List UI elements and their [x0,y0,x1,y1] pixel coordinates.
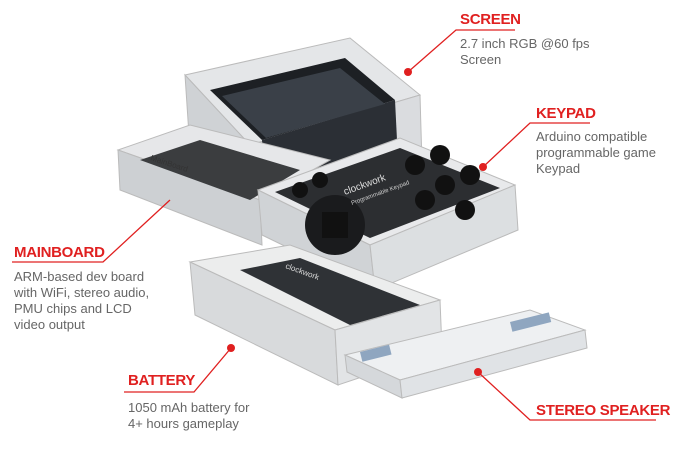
screen-title: SCREEN [460,11,521,28]
screen-leader [407,29,515,73]
callout-dots [227,68,487,376]
speaker-dot [474,368,482,376]
battery-leader [124,347,232,393]
mainboard-desc: ARM-based dev board with WiFi, stereo au… [14,269,150,332]
battery-title: BATTERY [128,372,196,389]
mainboard-module: MainBoard [116,124,332,246]
speaker-title: STEREO SPEAKER [536,402,671,419]
battery-dot [227,344,235,352]
screen-dot [404,68,412,76]
leader-lines [12,29,656,421]
mainboard-leader [12,199,171,263]
keypad-module: clockwork Programmable Keypad [256,137,519,291]
screen-desc: 2.7 inch RGB @60 fps Screen [460,36,590,67]
mainboard-title: MAINBOARD [14,244,105,261]
keypad-desc: Arduino compatible programmable game Key… [536,129,656,176]
battery-desc: 1050 mAh battery for 4+ hours gameplay [128,400,250,431]
keypad-title: KEYPAD [536,105,596,122]
speaker-leader [477,371,656,421]
keypad-dot [479,163,487,171]
speaker-module [343,309,588,399]
keypad-leader [482,122,590,168]
